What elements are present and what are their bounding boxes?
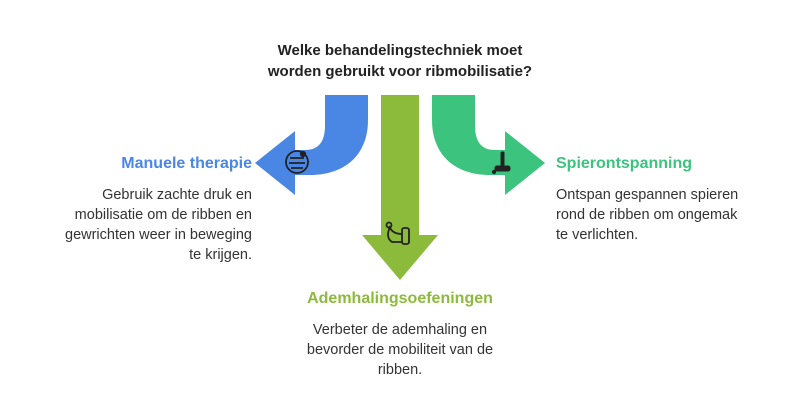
option-title-breathing-exercises: Ademhalingsoefeningen	[307, 290, 493, 307]
option-title-manual-therapy: Manuele therapie	[121, 155, 252, 172]
option-description-breathing-exercises: Verbeter de ademhaling en bevorder de mo…	[250, 320, 550, 380]
massage-icon	[285, 150, 309, 174]
description-line: te verlichten.	[556, 227, 639, 243]
option-title-muscle-relaxation: Spierontspanning	[556, 155, 692, 172]
question-line-1: Welke behandelingstechniek moet	[277, 42, 523, 59]
inhaler-icon	[385, 221, 410, 245]
description-line: Gebruik zachte druk en	[102, 187, 252, 203]
description-line: Ontspan gespannen spieren	[556, 187, 739, 203]
description-line: gewrichten weer in beweging	[65, 227, 252, 243]
description-line: rond de ribben om ongemak	[556, 207, 738, 223]
description-line: bevorder de mobiliteit van de	[306, 342, 494, 358]
description-line: te krijgen.	[189, 247, 252, 263]
option-description-muscle-relaxation: Ontspan gespannen spieren rond de ribben…	[556, 185, 786, 245]
massage-roller-icon	[491, 151, 511, 175]
description-line: mobilisatie om de ribben en	[74, 207, 252, 223]
question-title: Welke behandelingstechniek moet worden g…	[200, 40, 600, 82]
option-description-manual-therapy: Gebruik zachte druk en mobilisatie om de…	[40, 185, 252, 265]
description-line: ribben.	[377, 362, 423, 378]
question-line-2: worden gebruikt voor ribmobilisatie?	[267, 63, 533, 80]
arrow-center	[362, 95, 438, 280]
arrow-left	[255, 95, 368, 195]
description-line: Verbeter de ademhaling en	[312, 322, 488, 338]
arrow-right	[432, 95, 545, 195]
